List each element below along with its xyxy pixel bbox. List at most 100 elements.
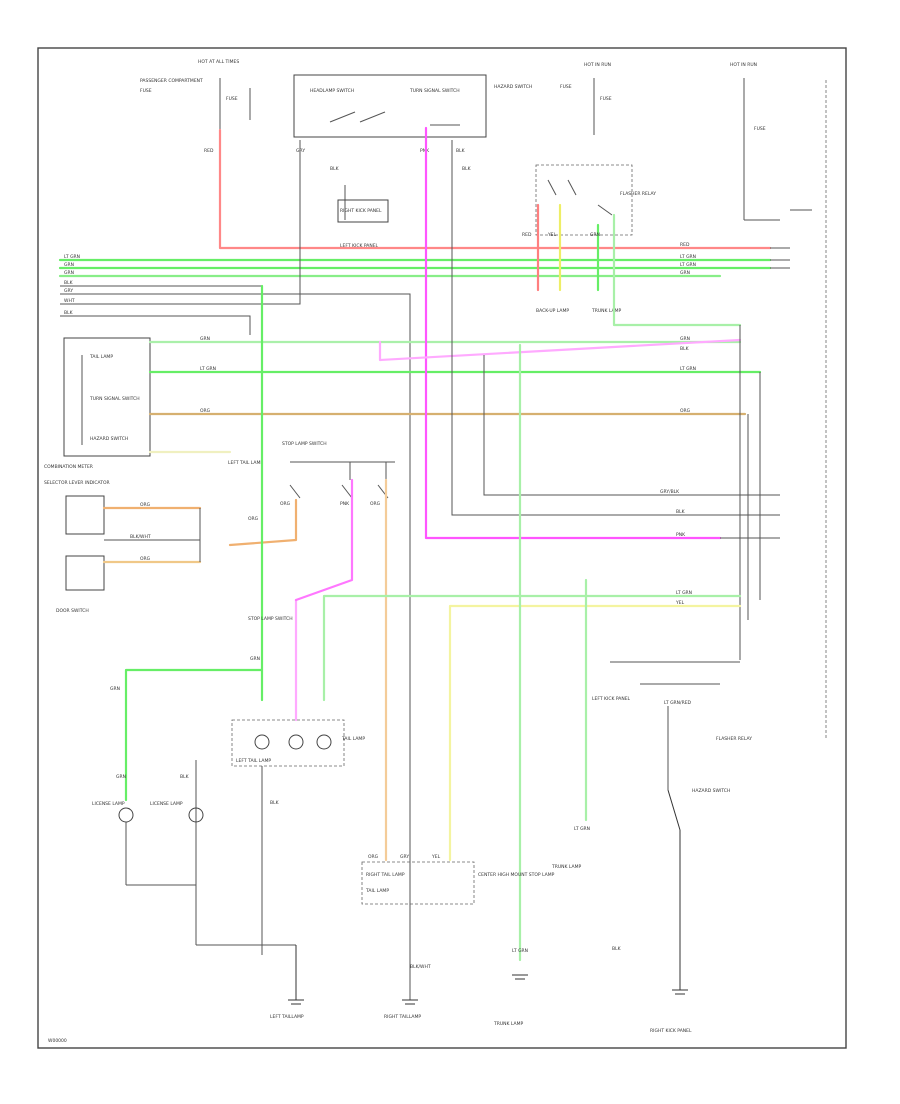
svg-text:TRUNK LAMP: TRUNK LAMP [591,308,621,314]
svg-text:TAIL LAMP: TAIL LAMP [89,354,113,360]
svg-text:BLK: BLK [612,946,622,952]
svg-text:STOP LAMP SWITCH: STOP LAMP SWITCH [282,441,327,447]
svg-text:BLK/WHT: BLK/WHT [410,964,431,970]
svg-text:GRY: GRY [400,854,409,860]
svg-text:GRY/BLK: GRY/BLK [660,489,680,495]
svg-text:LICENSE LAMP: LICENSE LAMP [92,801,125,807]
svg-text:GRN: GRN [64,262,74,268]
svg-text:HOT IN RUN: HOT IN RUN [584,62,611,68]
svg-text:RED: RED [522,232,532,238]
svg-text:GRN: GRN [64,270,74,276]
svg-text:ORG: ORG [140,556,151,562]
svg-text:SELECTOR LEVER INDICATOR: SELECTOR LEVER INDICATOR [44,480,110,486]
tail-lamp-assembly: LEFT TAIL LAMP TAIL LAMP [231,719,365,955]
ground-right: RIGHT KICK PANEL HAZARD SWITCH [650,788,730,1034]
svg-text:ORG: ORG [368,854,379,860]
svg-text:BLK: BLK [64,280,74,286]
svg-text:HOT IN RUN: HOT IN RUN [730,62,757,68]
svg-text:CENTER HIGH MOUNT STOP LAMP: CENTER HIGH MOUNT STOP LAMP [478,872,555,878]
svg-text:LT GRN: LT GRN [676,590,692,596]
svg-text:LEFT KICK PANEL: LEFT KICK PANEL [340,243,379,249]
svg-text:GRN: GRN [250,656,260,662]
svg-text:LT GRN: LT GRN [512,948,528,954]
svg-text:BLK: BLK [330,166,340,172]
svg-text:RED: RED [204,148,214,154]
svg-text:GRN: GRN [110,686,120,692]
svg-text:DOOR SWITCH: DOOR SWITCH [56,608,89,614]
svg-text:ORG: ORG [200,408,211,414]
svg-text:GRY: GRY [64,288,73,294]
svg-text:STOP LAMP SWITCH: STOP LAMP SWITCH [248,616,293,622]
combination-meter: TAIL LAMP TURN SIGNAL SWITCH HAZARD SWIT… [44,337,151,470]
svg-text:ORG: ORG [680,408,691,414]
svg-text:BACK-UP LAMP: BACK-UP LAMP [536,308,569,314]
svg-text:ORG: ORG [370,501,381,507]
svg-text:RIGHT TAILLAMP: RIGHT TAILLAMP [384,1014,421,1020]
svg-text:LT GRN: LT GRN [200,366,216,372]
svg-text:BLK: BLK [462,166,472,172]
meter-wires: GRN LT GRN ORG LEFT TAIL LAMP GRN BLK LT… [148,336,762,466]
svg-text:LEFT TAIL LAMP: LEFT TAIL LAMP [228,460,263,466]
ground-left: LEFT TAILLAMP [270,945,304,1020]
svg-text:GRN: GRN [680,270,690,276]
svg-text:TAIL LAMP: TAIL LAMP [365,888,389,894]
right-connectors: LEFT KICK PANEL FLASHER RELAY LT GRN/RED [592,661,752,790]
svg-text:RIGHT KICK PANEL: RIGHT KICK PANEL [650,1028,692,1034]
svg-text:RIGHT KICK PANEL: RIGHT KICK PANEL [340,208,382,214]
svg-text:RIGHT TAIL LAMP: RIGHT TAIL LAMP [366,872,405,878]
svg-text:FLASHER RELAY: FLASHER RELAY [716,736,752,742]
svg-text:GRY: GRY [296,148,305,154]
svg-text:TRUNK LAMP: TRUNK LAMP [493,1021,523,1027]
svg-text:LEFT TAILLAMP: LEFT TAILLAMP [270,1014,304,1020]
license-lamps: LICENSE LAMP LICENSE LAMP [92,668,296,946]
svg-text:FUSE: FUSE [600,96,612,102]
svg-text:HEADLAMP SWITCH: HEADLAMP SWITCH [310,88,354,94]
svg-text:FLASHER RELAY: FLASHER RELAY [620,191,656,197]
headlamp-switch-box: HEADLAMP SWITCH TURN SIGNAL SWITCH HAZAR… [293,74,532,172]
svg-text:BLK: BLK [64,310,74,316]
svg-text:LICENSE LAMP: LICENSE LAMP [150,801,183,807]
svg-text:BLK: BLK [676,509,686,515]
svg-text:BLK: BLK [180,774,190,780]
svg-text:FUSE: FUSE [140,88,152,94]
svg-text:BLK: BLK [456,148,466,154]
ground-symbols: LEFT TAILLAMP RIGHT TAILLAMP TRUNK LAMP … [270,788,730,1034]
relay-drops: RED YEL GRN [522,203,742,327]
svg-text:RED: RED [680,242,690,248]
svg-text:FUSE: FUSE [226,96,238,102]
ground-center: RIGHT TAILLAMP [384,999,421,1020]
svg-text:FUSE: FUSE [560,84,572,90]
svg-text:LT GRN: LT GRN [680,254,696,260]
svg-text:PNK: PNK [340,501,350,507]
misc-labels: GRN GRN GRN BLK BLK ORG GRY YEL BLK/WHT … [110,501,622,970]
svg-text:HAZARD SWITCH: HAZARD SWITCH [90,436,128,442]
ground-trunk: TRUNK LAMP [493,974,528,1027]
svg-text:TRUNK LAMP: TRUNK LAMP [551,864,581,870]
svg-text:GRN: GRN [116,774,126,780]
right-edge-ticks [720,247,790,539]
svg-text:BLK: BLK [680,346,690,352]
svg-text:LT GRN: LT GRN [64,254,80,260]
svg-text:TURN SIGNAL SWITCH: TURN SIGNAL SWITCH [89,396,140,402]
selector-indicator: SELECTOR LEVER INDICATOR ORG BLK/WHT ORG… [44,480,298,614]
svg-text:YEL: YEL [675,600,685,606]
svg-text:LT GRN: LT GRN [680,366,696,372]
svg-text:HAZARD SWITCH: HAZARD SWITCH [494,84,532,90]
svg-text:WHT: WHT [64,298,75,304]
long-verticals: LT GRN YEL [260,284,761,962]
high-mount-stop: RIGHT TAIL LAMP TAIL LAMP CENTER HIGH MO… [361,861,555,1000]
svg-text:YEL: YEL [547,232,557,238]
svg-text:GRN: GRN [590,232,600,238]
stop-lamp-switch: STOP LAMP SWITCH [282,441,395,499]
pink-wires: PNK BLK GRY/BLK [378,126,742,540]
svg-text:TURN SIGNAL SWITCH: TURN SIGNAL SWITCH [409,88,460,94]
svg-text:YEL: YEL [431,854,441,860]
svg-text:GRN: GRN [200,336,210,342]
svg-text:LEFT KICK PANEL: LEFT KICK PANEL [592,696,631,702]
svg-text:FUSE: FUSE [754,126,766,132]
svg-text:BLK: BLK [270,800,280,806]
svg-text:LT GRN: LT GRN [574,826,590,832]
svg-text:PASSENGER COMPARTMENT: PASSENGER COMPARTMENT [140,78,203,84]
